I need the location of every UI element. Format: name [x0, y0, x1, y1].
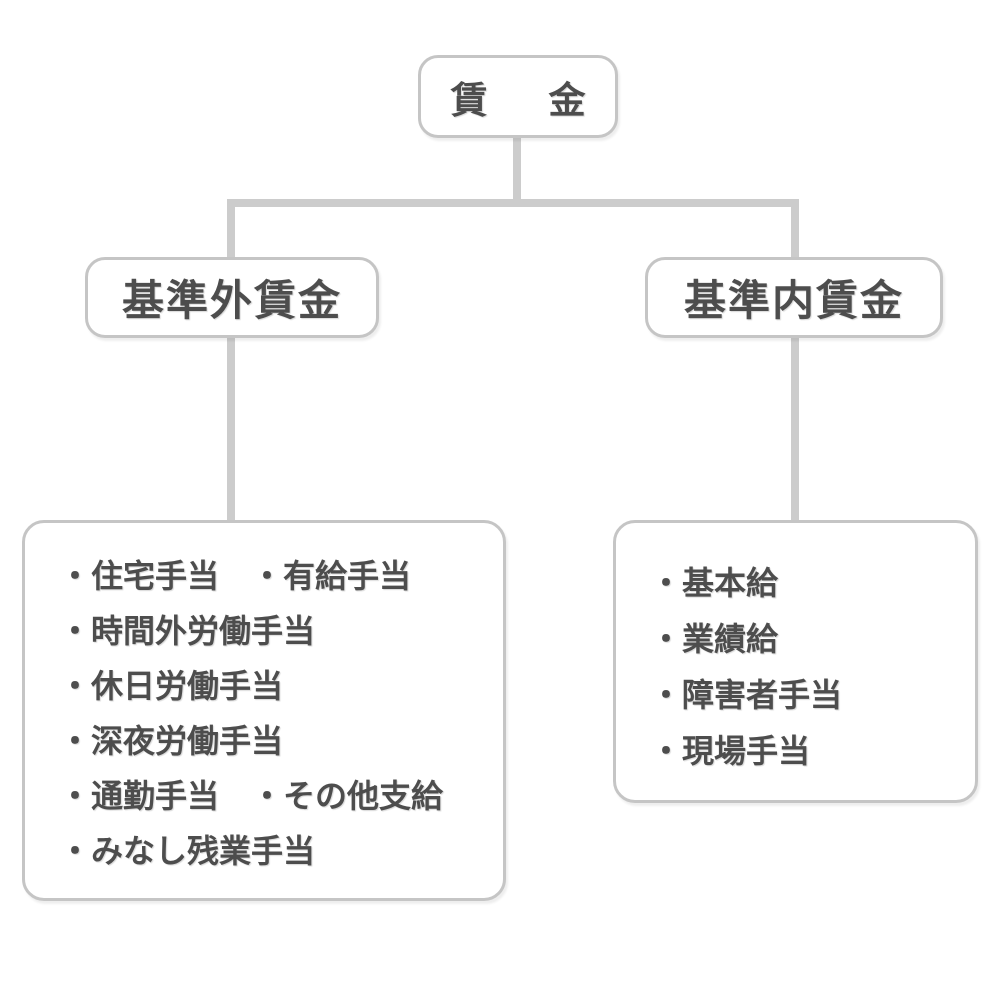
- list-item: ・みなし残業手当: [59, 833, 316, 869]
- list-standard-wage-items: ・基本給 ・業績給 ・障害者手当 ・現場手当: [613, 520, 978, 803]
- node-nonstandard-wage-label: 基準外賃金: [121, 277, 342, 324]
- list-item: ・時間外労働手当: [59, 613, 316, 649]
- list-item: ・障害者手当: [650, 677, 843, 713]
- list-nonstandard-wage-items: ・住宅手当 ・有給手当 ・時間外労働手当 ・休日労働手当 ・深夜労働手当 ・通勤…: [22, 520, 506, 901]
- node-standard-wage-label: 基準内賃金: [683, 277, 904, 324]
- connector-drop-right-upper: [791, 199, 799, 260]
- list-item: ・休日労働手当: [59, 668, 284, 704]
- list-item: ・住宅手当 ・有給手当: [59, 558, 412, 594]
- node-wage-label: 賃 金: [450, 79, 598, 121]
- node-nonstandard-wage: 基準外賃金: [85, 257, 379, 338]
- connector-drop-right-lower: [791, 336, 799, 522]
- connector-drop-left-lower: [227, 336, 235, 522]
- node-standard-wage: 基準内賃金: [645, 257, 943, 338]
- connector-drop-left-upper: [227, 199, 235, 260]
- list-item: ・基本給: [650, 565, 779, 601]
- connector-root-stub: [513, 135, 521, 203]
- node-wage: 賃 金: [418, 55, 618, 138]
- list-item: ・深夜労働手当: [59, 723, 284, 759]
- connector-horizontal-branch: [227, 199, 799, 207]
- list-item: ・通勤手当 ・その他支給: [59, 778, 444, 814]
- list-item: ・現場手当: [650, 733, 811, 769]
- list-item: ・業績給: [650, 621, 779, 657]
